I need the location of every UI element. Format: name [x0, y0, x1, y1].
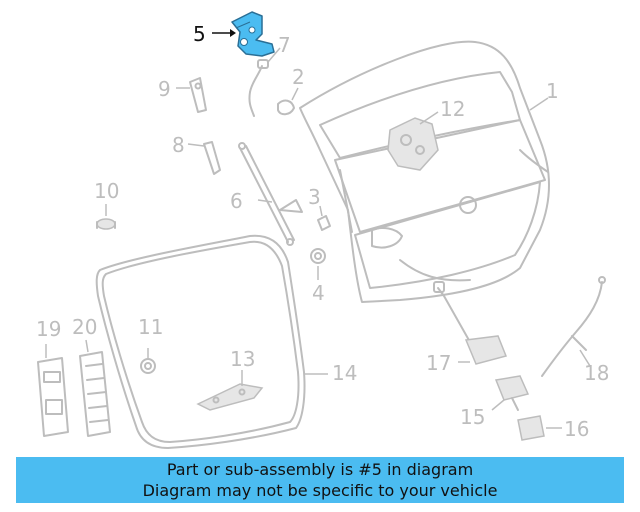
callout-15: 15 — [460, 405, 485, 429]
callout-4: 4 — [312, 281, 325, 305]
actuator-part-12 — [387, 117, 439, 171]
callout-20: 20 — [72, 315, 97, 339]
bracket-part-9 — [189, 77, 207, 113]
callout-6: 6 — [230, 189, 243, 213]
callout-14: 14 — [332, 361, 357, 385]
callout-7: 7 — [278, 33, 291, 57]
banner-line-disclaimer: Diagram may not be specific to your vehi… — [142, 481, 498, 500]
banner-line-part-number: Part or sub-assembly is #5 in diagram — [166, 460, 474, 479]
callout-19: 19 — [36, 317, 61, 341]
callout-12: 12 — [440, 97, 465, 121]
handle-part-13 — [196, 383, 264, 411]
callout-13: 13 — [230, 347, 255, 371]
stop-part-2 — [277, 99, 295, 116]
callout-1: 1 — [546, 79, 559, 103]
cable-part-18 — [541, 276, 606, 377]
info-banner: Part or sub-assembly is #5 in diagram Di… — [16, 457, 624, 503]
clip-part-3 — [317, 215, 331, 231]
grommet-part-4 — [310, 248, 326, 264]
hinge-part-5 — [231, 11, 275, 57]
callout-9: 9 — [158, 77, 171, 101]
strut-part-6 — [238, 142, 303, 246]
trim-part-19 — [37, 357, 69, 437]
actuator-part-15 — [494, 375, 530, 411]
liftgate-part-1 — [299, 40, 550, 303]
callout-17: 17 — [426, 351, 451, 375]
grommet-part-11 — [140, 358, 156, 374]
trim-part-20 — [79, 351, 111, 437]
arrow-part-5 — [230, 29, 236, 37]
seal-part-14 — [95, 234, 306, 449]
callout-5: 5 — [193, 22, 206, 46]
callout-8: 8 — [172, 133, 185, 157]
cable-part-7 — [248, 59, 269, 117]
callout-11: 11 — [138, 315, 163, 339]
latch-part-17 — [433, 281, 508, 365]
callout-3: 3 — [308, 185, 321, 209]
callout-18: 18 — [584, 361, 609, 385]
callout-2: 2 — [292, 65, 305, 89]
callout-10: 10 — [94, 179, 119, 203]
bracket-part-8 — [203, 141, 221, 175]
callout-16: 16 — [564, 417, 589, 441]
switch-part-16 — [517, 415, 545, 441]
cap-part-10 — [96, 218, 116, 230]
